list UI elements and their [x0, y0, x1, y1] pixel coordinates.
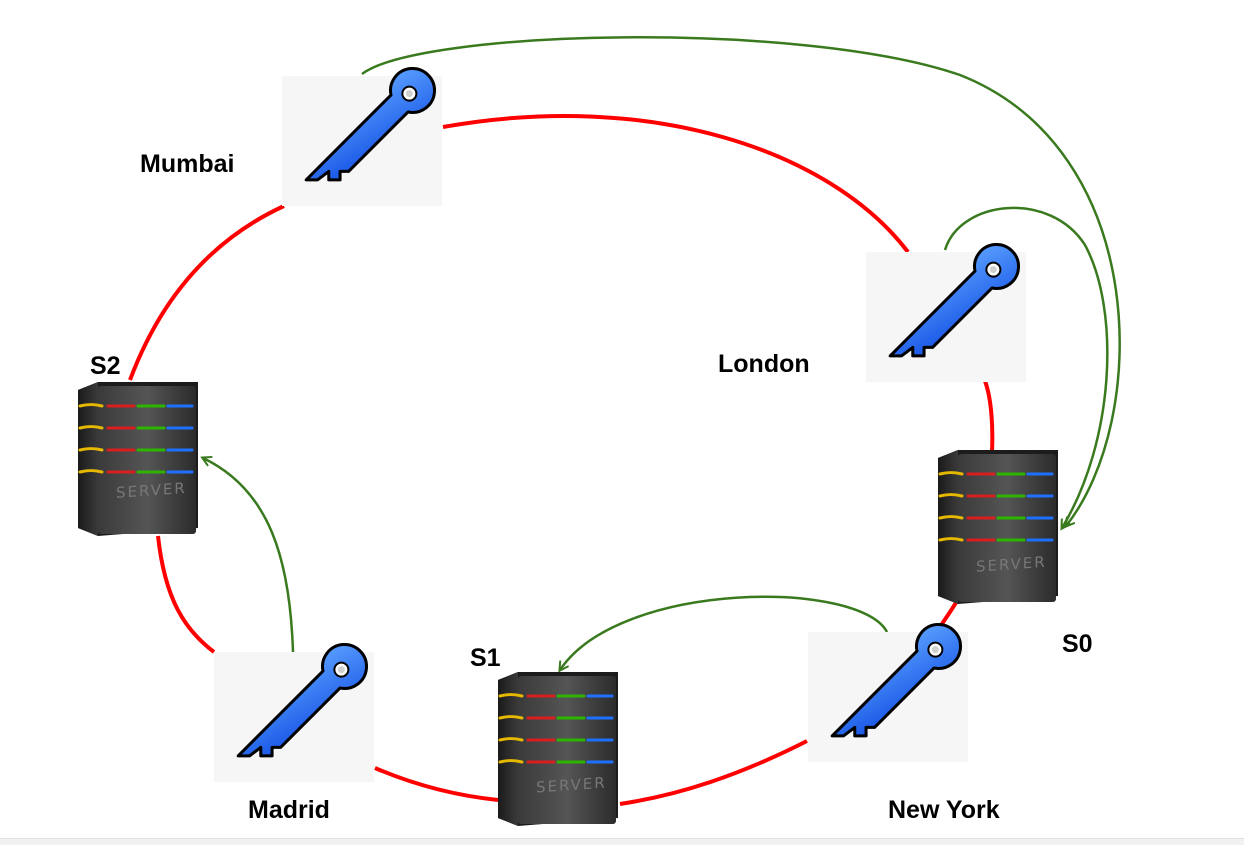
server-panel-texts: SERVER SERVER SERVER — [116, 479, 1047, 797]
ring-segment-s1-madrid — [374, 766, 499, 802]
key-label-madrid: Madrid — [248, 796, 330, 824]
bottom-divider — [0, 838, 1244, 845]
server-s1-icon — [496, 670, 620, 828]
ring-segment-newyork-s1 — [619, 739, 808, 806]
key-label-london: London — [718, 350, 810, 378]
key-mumbai-icon — [280, 57, 446, 208]
ring-segment-madrid-s2 — [156, 535, 216, 654]
server-s0-panel-text: SERVER — [976, 553, 1047, 576]
key-newyork-icon — [806, 613, 972, 764]
key-madrid-icon — [212, 633, 378, 784]
hash-ring — [128, 114, 995, 806]
ring-segment-mumbai-london — [442, 114, 910, 254]
server-s2-panel-text: SERVER — [116, 479, 187, 502]
server-s2-icon — [76, 380, 200, 538]
arrow-madrid-to-s2 — [203, 458, 295, 653]
ring-segment-s2-mumbai — [128, 204, 285, 381]
server-s0-icon — [936, 448, 1060, 606]
key-label-mumbai: Mumbai — [140, 150, 234, 178]
server-s1-panel-text: SERVER — [536, 774, 607, 797]
server-label-s0: S0 — [1062, 630, 1093, 658]
server-label-s1: S1 — [470, 644, 501, 672]
key-label-newyork: New York — [888, 796, 1000, 824]
key-london-icon — [864, 233, 1030, 384]
mapping-arrows — [203, 36, 1121, 670]
server-label-s2: S2 — [90, 352, 121, 380]
ring-segment-london-s0 — [983, 380, 995, 453]
arrow-mumbai-to-s0 — [361, 36, 1121, 526]
arrow-london-to-s0 — [943, 206, 1109, 528]
arrow-newyork-to-s1 — [560, 595, 889, 670]
